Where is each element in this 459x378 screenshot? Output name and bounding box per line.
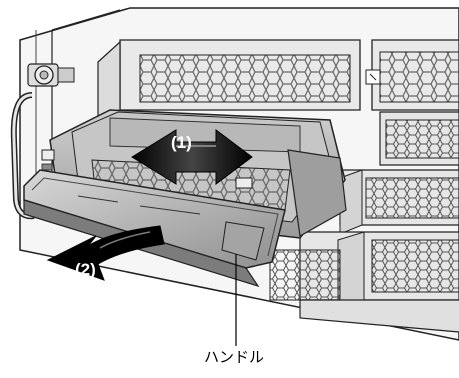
- step-label-2: (2): [75, 261, 96, 278]
- step-label-1: (1): [171, 134, 192, 151]
- handle-callout-label: ハンドル: [204, 350, 264, 365]
